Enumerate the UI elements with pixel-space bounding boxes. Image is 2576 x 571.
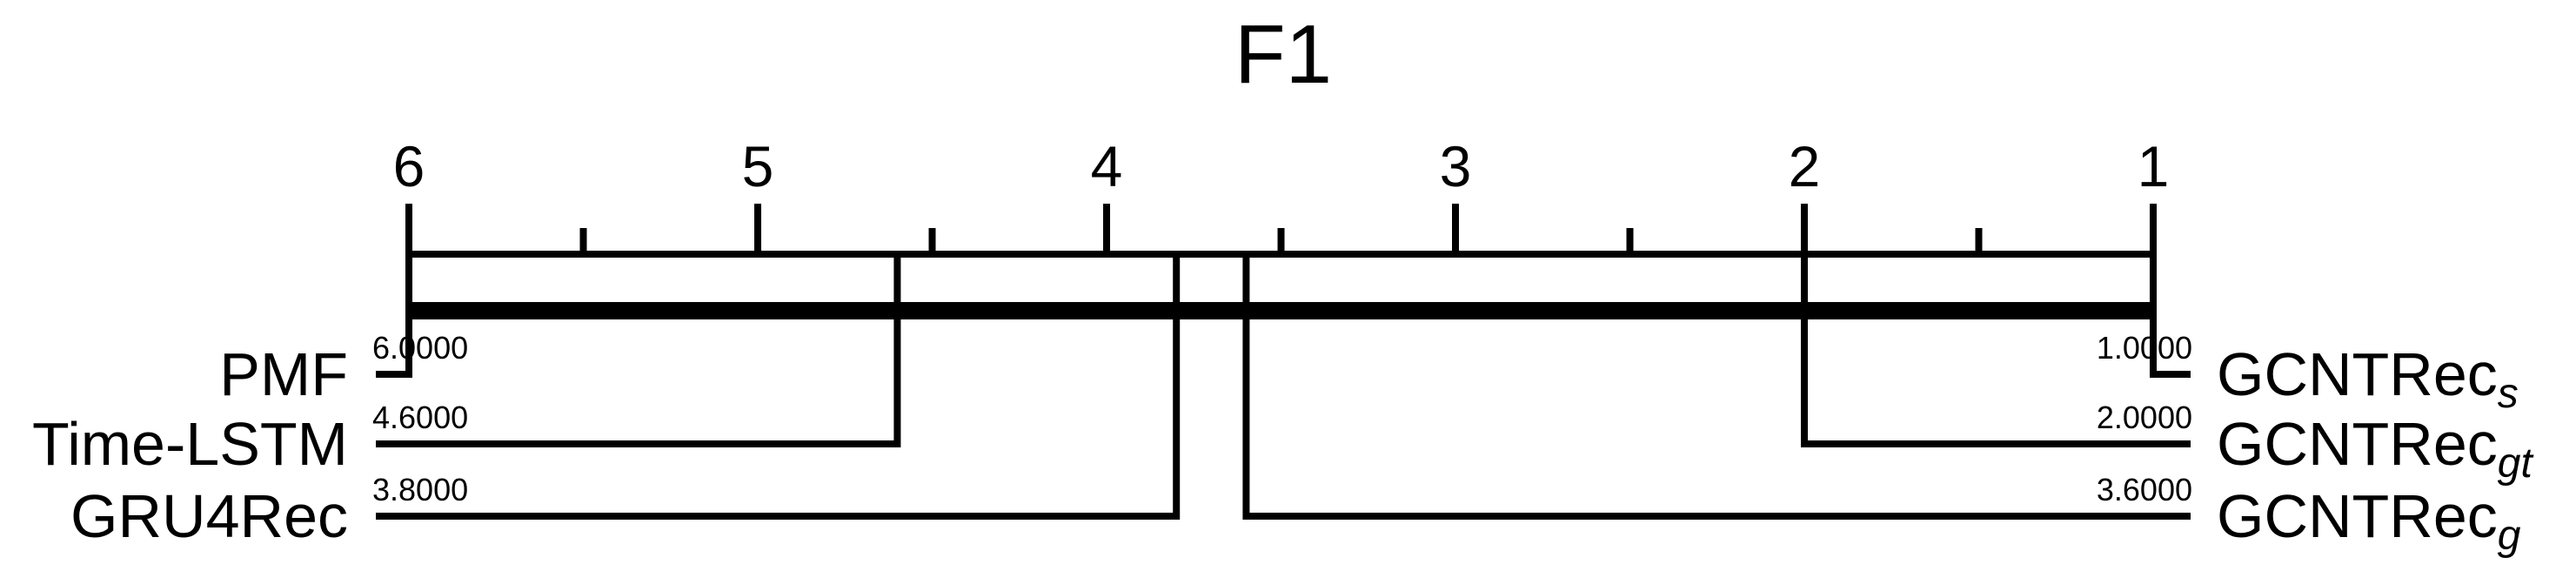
method-label: PMF (219, 340, 348, 408)
rank-label: 1.0000 (2097, 330, 2192, 366)
method-label: GCNTRecg (2217, 482, 2521, 559)
method-connector (1801, 254, 2191, 447)
method-label: GCNTRecgt (2217, 410, 2533, 487)
axis-tick-label: 1 (2138, 134, 2170, 198)
method-connector (2150, 254, 2191, 378)
axis-group: 6 5 4 3 2 1 (393, 134, 2170, 258)
axis-tick-label: 3 (1440, 134, 1472, 198)
axis-tick-label: 4 (1091, 134, 1123, 198)
method-subscript: gt (2498, 440, 2534, 487)
method-name: GRU4Rec (70, 482, 348, 550)
method-label: GRU4Rec (70, 482, 348, 550)
axis-tick-label: 6 (393, 134, 425, 198)
method-subscript: g (2498, 513, 2521, 559)
method-name: GCNTRec (2217, 482, 2498, 550)
method-connector (376, 254, 412, 378)
axis-tick-label: 5 (742, 134, 774, 198)
method-name: PMF (219, 340, 348, 408)
rank-label: 4.6000 (372, 400, 468, 435)
chart-title: F1 (1234, 8, 1332, 101)
method-subscript: s (2498, 371, 2519, 417)
methods-group: 6.0000 PMF 4.6000 Time-LSTM 3.8000 GRU4Rec 1.0… (32, 254, 2533, 559)
rank-label: 6.0000 (372, 330, 468, 366)
method-label: Time-LSTM (32, 410, 348, 478)
rank-label: 3.8000 (372, 472, 468, 507)
method-name: Time-LSTM (32, 410, 348, 478)
method-name: GCNTRec (2217, 340, 2498, 408)
method-connector (376, 254, 901, 447)
method-connector (376, 254, 1181, 520)
method-name: GCNTRec (2217, 410, 2498, 478)
axis-tick-label: 2 (1789, 134, 1821, 198)
method-connector (1242, 254, 2191, 520)
rank-label: 3.6000 (2097, 472, 2192, 507)
rank-label: 2.0000 (2097, 400, 2192, 435)
method-label: GCNTRecs (2217, 340, 2519, 417)
